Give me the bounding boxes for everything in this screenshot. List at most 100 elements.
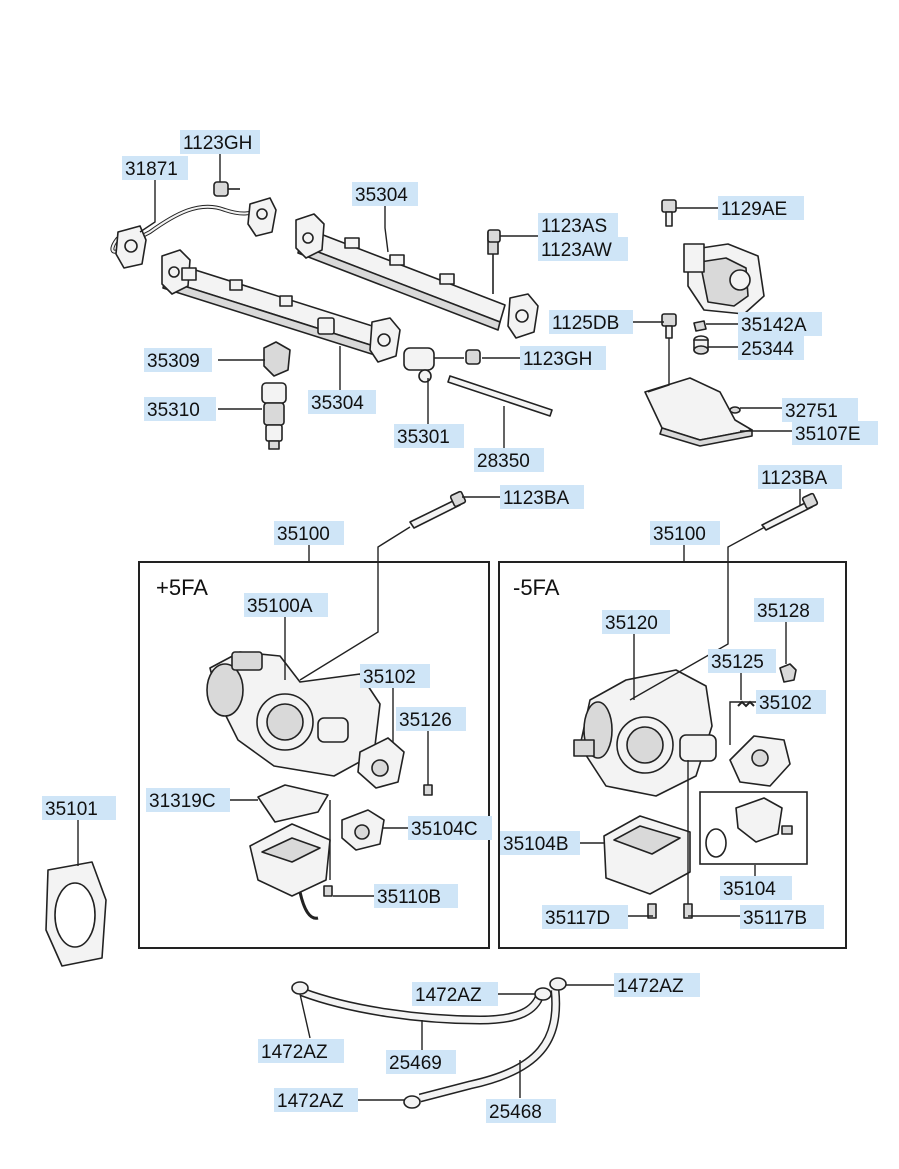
svg-text:35142A: 35142A (741, 315, 807, 336)
svg-text:35100: 35100 (653, 524, 706, 545)
svg-text:28350: 28350 (477, 451, 530, 472)
label-1472az-bottom[interactable]: 1472AZ (274, 1088, 358, 1112)
label-1123ba-left[interactable]: 1123BA (500, 485, 584, 509)
actuator-top-right-drawing (683, 243, 765, 315)
svg-text:35102: 35102 (363, 667, 416, 688)
label-1129ae[interactable]: 1129AE (718, 196, 804, 220)
bracket-35107e-drawing (644, 377, 753, 447)
gasket-31319c-drawing (257, 784, 329, 823)
label-35128[interactable]: 35128 (754, 598, 824, 622)
svg-text:35107E: 35107E (795, 424, 861, 445)
label-35102-right[interactable]: 35102 (756, 690, 826, 714)
label-35100-left[interactable]: 35100 (274, 521, 344, 545)
label-35117d[interactable]: 35117D (542, 905, 628, 929)
svg-text:1472AZ: 1472AZ (261, 1042, 328, 1063)
bolt-1125db-drawing (661, 313, 677, 339)
svg-text:35120: 35120 (605, 613, 658, 634)
label-35310[interactable]: 35310 (144, 397, 216, 421)
label-35104[interactable]: 35104 (720, 876, 792, 900)
fuel-rail-35304-top-drawing (295, 213, 539, 339)
label-35142a[interactable]: 35142A (738, 312, 822, 336)
svg-text:35104B: 35104B (503, 834, 569, 855)
label-32751[interactable]: 32751 (782, 398, 858, 422)
sensor-35102-right-drawing (729, 735, 791, 787)
hose-25468-drawing (418, 989, 561, 1103)
label-35309[interactable]: 35309 (144, 348, 212, 372)
svg-text:32751: 32751 (785, 401, 838, 422)
label-35304-top[interactable]: 35304 (352, 182, 418, 206)
svg-text:31871: 31871 (125, 159, 178, 180)
svg-text:35110B: 35110B (377, 887, 441, 908)
clip-35309-drawing (263, 341, 291, 377)
group-title-minus-5fa: -5FA (513, 575, 560, 600)
label-35100a[interactable]: 35100A (244, 593, 328, 617)
label-1123ba-right[interactable]: 1123BA (758, 465, 842, 489)
label-1123gh-mid[interactable]: 1123GH (520, 346, 606, 370)
svg-text:1472AZ: 1472AZ (415, 985, 482, 1006)
label-25469[interactable]: 25469 (386, 1050, 456, 1074)
label-25344[interactable]: 25344 (738, 336, 804, 360)
rod-28350-drawing (447, 375, 553, 417)
spring-35125-drawing (737, 700, 755, 708)
label-1123aw[interactable]: 1123AW (538, 237, 628, 261)
clip-35142a-drawing (693, 320, 707, 332)
bolt-1123ba-right-drawing (761, 492, 819, 531)
svg-text:35304: 35304 (355, 185, 408, 206)
label-35107e[interactable]: 35107E (792, 421, 878, 445)
label-35301[interactable]: 35301 (394, 424, 464, 448)
svg-text:35104C: 35104C (411, 819, 478, 840)
svg-text:35117B: 35117B (743, 908, 807, 929)
label-35126[interactable]: 35126 (396, 707, 466, 731)
hose-25469-drawing (300, 987, 545, 1025)
svg-text:35309: 35309 (147, 351, 200, 372)
svg-text:25469: 25469 (389, 1053, 442, 1074)
svg-text:35128: 35128 (757, 601, 810, 622)
heater-35104c-drawing (341, 809, 385, 851)
svg-text:35101: 35101 (45, 799, 98, 820)
label-1123as[interactable]: 1123AS (538, 213, 618, 237)
box-35104-subassembly (699, 791, 808, 865)
label-35104b[interactable]: 35104B (500, 831, 580, 855)
label-1472az-mid[interactable]: 1472AZ (412, 982, 498, 1006)
sensor-35301-drawing (403, 347, 481, 383)
bushing-25344-drawing (693, 335, 709, 355)
svg-text:1123GH: 1123GH (183, 133, 252, 154)
fuel-rail-35304-bottom-drawing (161, 249, 401, 363)
label-35120[interactable]: 35120 (602, 610, 670, 634)
svg-text:25468: 25468 (489, 1102, 542, 1123)
housing-35104b-drawing (603, 815, 693, 919)
svg-text:1123AW: 1123AW (541, 240, 612, 261)
label-28350[interactable]: 28350 (474, 448, 544, 472)
gasket-35101-drawing (45, 861, 107, 967)
label-35110b[interactable]: 35110B (374, 884, 458, 908)
svg-text:1123BA: 1123BA (503, 488, 570, 509)
label-1472az-right[interactable]: 1472AZ (614, 973, 700, 997)
bolt-1123ba-left-drawing (409, 490, 467, 529)
bolt-1129ae-drawing (661, 199, 677, 227)
throttle-body-plus-5fa-drawing (206, 651, 381, 777)
label-1472az-left[interactable]: 1472AZ (258, 1039, 344, 1063)
label-31319c[interactable]: 31319C (146, 788, 230, 812)
clamp-1472az-drawing (291, 977, 567, 1109)
svg-text:1472AZ: 1472AZ (277, 1091, 344, 1112)
label-1125db[interactable]: 1125DB (549, 310, 633, 334)
label-35101[interactable]: 35101 (42, 796, 116, 820)
svg-text:35117D: 35117D (545, 908, 610, 929)
svg-text:1123AS: 1123AS (541, 216, 607, 237)
label-35100-right[interactable]: 35100 (650, 521, 720, 545)
svg-text:35125: 35125 (711, 652, 764, 673)
label-35117b[interactable]: 35117B (740, 905, 824, 929)
label-31871[interactable]: 31871 (122, 156, 188, 180)
throttle-body-minus-5fa-drawing (573, 669, 717, 797)
group-box-minus-5fa (498, 561, 847, 949)
label-1123gh-top[interactable]: 1123GH (180, 130, 260, 154)
label-35104c[interactable]: 35104C (408, 816, 492, 840)
svg-text:35102: 35102 (759, 693, 812, 714)
label-35125[interactable]: 35125 (708, 649, 776, 673)
label-35304-bottom[interactable]: 35304 (308, 390, 376, 414)
svg-text:1123GH: 1123GH (523, 349, 592, 370)
label-35102-left[interactable]: 35102 (360, 664, 430, 688)
label-25468[interactable]: 25468 (486, 1099, 556, 1123)
group-box-plus-5fa (138, 561, 490, 949)
